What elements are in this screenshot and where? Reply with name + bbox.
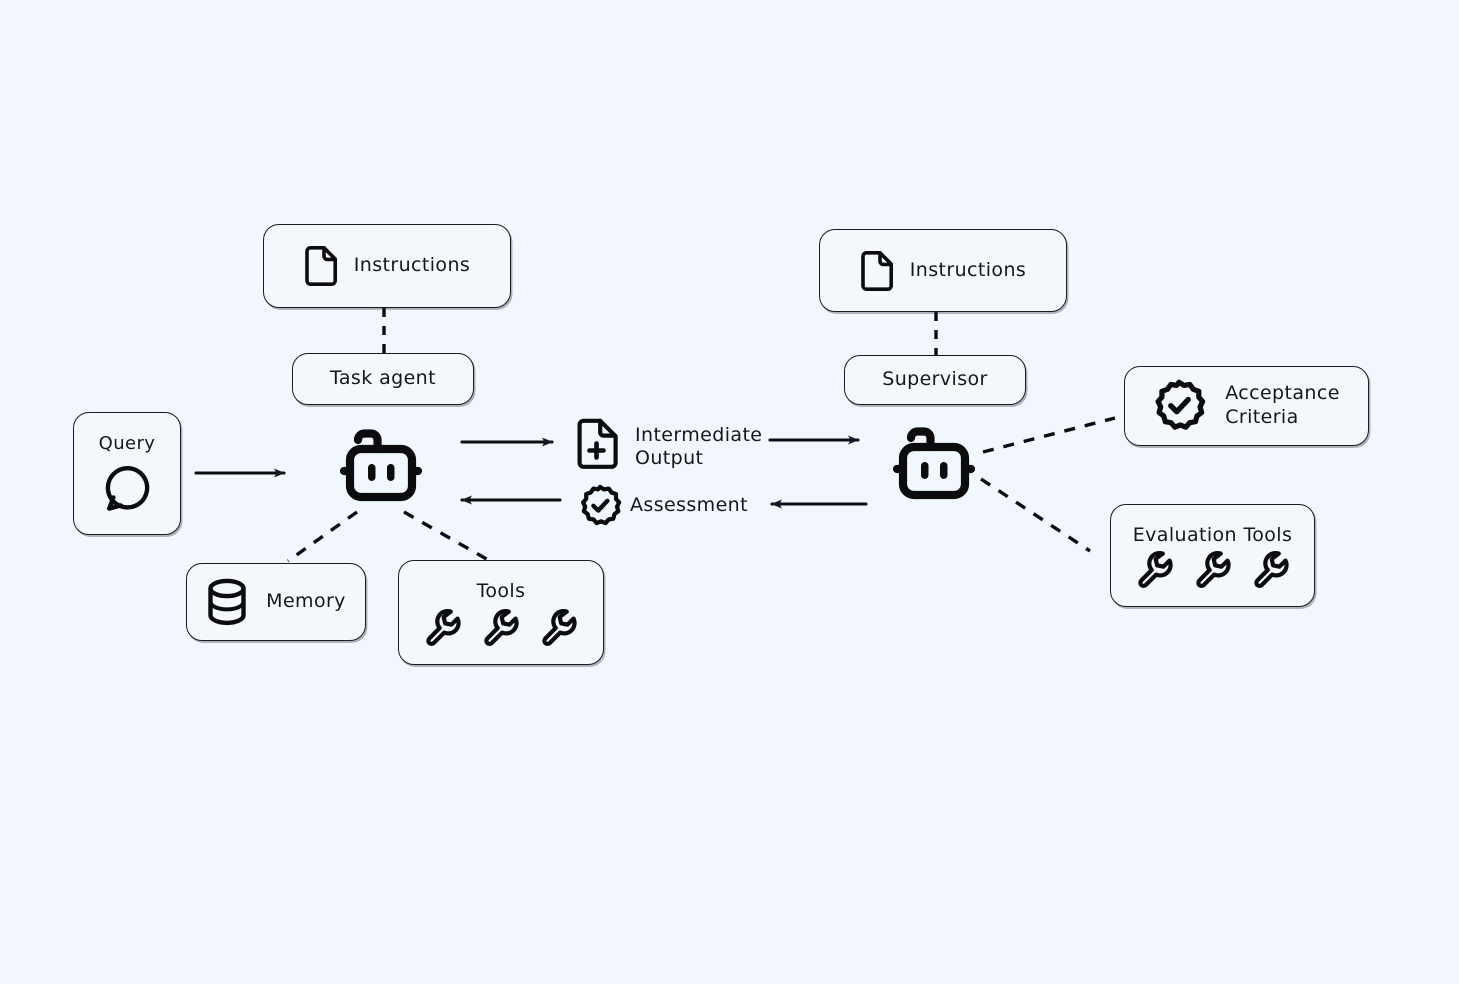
document-plus-icon xyxy=(577,418,618,469)
memory-label: Memory xyxy=(266,590,346,613)
wrench-icon xyxy=(1195,551,1231,589)
document-icon xyxy=(860,250,894,291)
query-label: Query xyxy=(98,433,156,455)
supervisor-label: Supervisor xyxy=(882,368,988,391)
evaluation-tools-label: Evaluation Tools xyxy=(1132,523,1293,546)
node-query[interactable]: Query xyxy=(73,412,181,535)
wrench-icon xyxy=(542,609,577,647)
supervisor-instructions-label: Instructions xyxy=(909,258,1027,281)
wrench-icon xyxy=(426,609,461,647)
speech-bubble-icon xyxy=(101,464,153,514)
database-icon xyxy=(206,578,248,626)
node-evaluation-tools[interactable]: Evaluation Tools xyxy=(1110,504,1315,607)
node-supervisor[interactable]: Supervisor xyxy=(844,355,1026,405)
node-memory[interactable]: Memory xyxy=(186,563,366,641)
assessment-label: Assessment xyxy=(630,494,748,516)
intermediate-output-label: Intermediate Output xyxy=(635,424,763,470)
node-task-agent[interactable]: Task agent xyxy=(292,353,474,405)
edge-supervisor-robot-to-evaluation-tools xyxy=(980,477,1091,553)
evaluation-tools-icon-row xyxy=(1137,551,1289,589)
tools-icon-row xyxy=(426,609,577,647)
node-supervisor-instructions[interactable]: Instructions xyxy=(819,229,1067,312)
wrench-icon xyxy=(1253,551,1289,589)
node-supervisor-robot[interactable] xyxy=(885,422,983,504)
wrench-icon xyxy=(1137,551,1173,589)
node-task-robot[interactable] xyxy=(332,424,430,506)
node-task-instructions[interactable]: Instructions xyxy=(263,224,511,308)
task-agent-label: Task agent xyxy=(330,367,436,390)
task-instructions-label: Instructions xyxy=(353,254,471,277)
edge-task-robot-to-memory xyxy=(287,510,358,563)
wrench-icon xyxy=(484,609,519,647)
badge-check-icon xyxy=(581,484,622,526)
document-icon xyxy=(304,246,338,286)
node-intermediate-output[interactable] xyxy=(576,418,620,469)
acceptance-criteria-label: Acceptance Criteria xyxy=(1225,382,1340,428)
edge-supervisor-robot-to-acceptance-criteria xyxy=(982,416,1116,454)
robot-icon xyxy=(339,429,423,502)
node-assessment[interactable] xyxy=(579,484,622,527)
edge-task-robot-to-tools xyxy=(403,510,491,563)
robot-icon xyxy=(892,427,976,500)
badge-check-icon xyxy=(1153,379,1206,432)
node-tools[interactable]: Tools xyxy=(398,560,604,665)
node-acceptance-criteria[interactable]: Acceptance Criteria xyxy=(1124,366,1369,446)
tools-label: Tools xyxy=(476,579,526,602)
